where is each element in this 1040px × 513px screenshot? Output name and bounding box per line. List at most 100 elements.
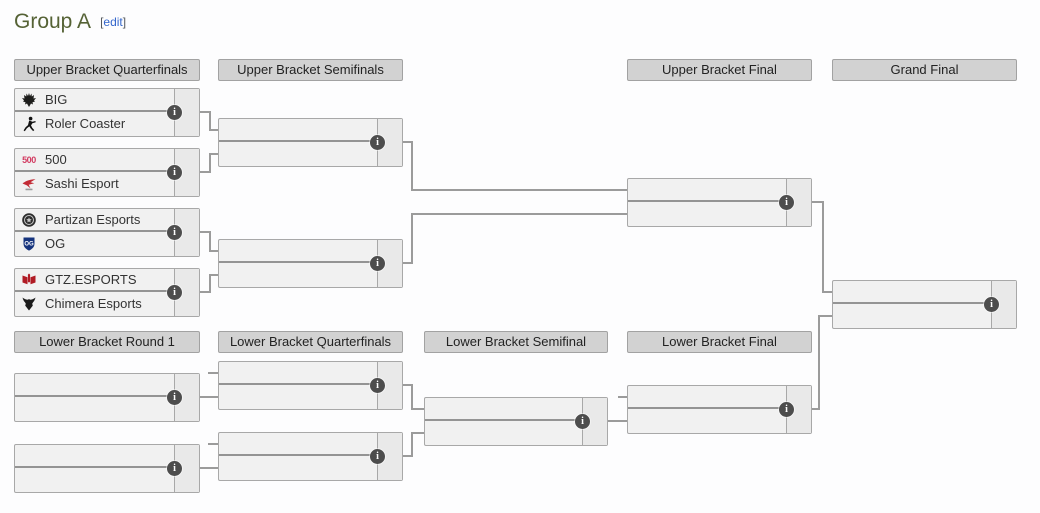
match-info-icon[interactable]: i — [167, 285, 182, 300]
team-name[interactable]: GTZ.ESPORTS — [45, 272, 137, 287]
team-name[interactable]: Roler Coaster — [45, 116, 126, 131]
bracket-connector — [209, 153, 211, 173]
team-slot — [628, 179, 811, 202]
og-logo-icon: OG — [21, 236, 37, 252]
bracket-connector — [209, 274, 218, 276]
match-info-icon[interactable]: i — [779, 402, 794, 417]
bracket-connector — [200, 467, 218, 469]
team-slot — [219, 119, 402, 142]
match-ub-sf-2: i — [218, 239, 403, 288]
gtz-esports-logo-icon — [21, 272, 37, 288]
bracket-connector — [209, 153, 218, 155]
edit-section: [edit] — [100, 15, 126, 29]
og-logo-letters: OG — [24, 241, 34, 247]
header-lb-final: Lower Bracket Final — [627, 331, 812, 353]
match-lb-qf-1: i — [218, 361, 403, 410]
team-slot: Sashi Esport — [15, 172, 199, 195]
bracket-connector — [411, 432, 424, 434]
team-slot: BIG — [15, 89, 199, 112]
sashi-esport-logo-icon — [21, 176, 37, 192]
bracket-connector — [411, 189, 627, 191]
bracket-connector — [822, 201, 824, 293]
bracket-connector — [411, 384, 413, 410]
match-info-icon[interactable]: i — [167, 105, 182, 120]
team-slot — [628, 386, 811, 409]
chimera-esports-logo-icon — [21, 296, 37, 312]
team-slot — [425, 398, 607, 421]
bracket-connector — [608, 420, 627, 422]
match-info-icon[interactable]: i — [167, 165, 182, 180]
team-name[interactable]: Partizan Esports — [45, 212, 141, 227]
bracket-connector — [618, 396, 627, 398]
match-info-icon[interactable]: i — [370, 256, 385, 271]
page-title: Group A [edit] — [14, 10, 126, 34]
match-info-icon[interactable]: i — [779, 195, 794, 210]
500-logo-icon: 500 — [22, 154, 36, 165]
team-slot: Roler Coaster — [15, 112, 199, 135]
bracket-connector — [208, 443, 218, 445]
team-slot — [833, 281, 1016, 304]
bracket-connector — [403, 384, 411, 386]
match-ub-qf-1: BIG Roler Coaster i — [14, 88, 200, 137]
match-lb-qf-2: i — [218, 432, 403, 481]
team-slot: GTZ.ESPORTS — [15, 269, 199, 292]
team-slot: 500 500 — [15, 149, 199, 172]
match-ub-final: i — [627, 178, 812, 227]
match-lb-sf: i — [424, 397, 608, 446]
edit-link[interactable]: edit — [103, 15, 123, 29]
bracket-connector — [209, 250, 218, 252]
team-slot — [219, 240, 402, 263]
bracket-connector — [818, 315, 832, 317]
bracket-connector — [411, 432, 413, 457]
bracket-connector — [403, 141, 411, 143]
bracket-connector — [208, 372, 218, 374]
header-ub-quarterfinals: Upper Bracket Quarterfinals — [14, 59, 200, 81]
bracket-connector — [822, 291, 832, 293]
match-info-icon[interactable]: i — [370, 378, 385, 393]
match-lb-r1-2: i — [14, 444, 200, 493]
team-name[interactable]: OG — [45, 236, 66, 251]
team-name[interactable]: 500 — [45, 152, 67, 167]
team-slot: Chimera Esports — [15, 292, 199, 315]
match-ub-qf-4: GTZ.ESPORTS Chimera Esports i — [14, 268, 200, 317]
team-name[interactable]: Chimera Esports — [45, 296, 142, 311]
big-logo-icon — [21, 92, 37, 108]
team-slot: OG OG — [15, 232, 199, 255]
header-ub-final: Upper Bracket Final — [627, 59, 812, 81]
team-name[interactable]: BIG — [45, 92, 68, 107]
team-slot: Partizan Esports — [15, 209, 199, 232]
bracket-connector — [200, 231, 211, 233]
header-lb-semifinal: Lower Bracket Semifinal — [424, 331, 608, 353]
match-info-icon[interactable]: i — [167, 390, 182, 405]
bracket-connector — [411, 213, 627, 215]
bracket-connector — [812, 408, 818, 410]
bracket-connector — [200, 291, 211, 293]
bracket-connector — [209, 129, 218, 131]
match-info-icon[interactable]: i — [984, 297, 999, 312]
group-title: Group A — [14, 10, 92, 33]
header-grand-final: Grand Final — [832, 59, 1017, 81]
match-lb-r1-1: i — [14, 373, 200, 422]
match-info-icon[interactable]: i — [575, 414, 590, 429]
match-ub-qf-3: Partizan Esports OG OG i — [14, 208, 200, 257]
match-info-icon[interactable]: i — [167, 225, 182, 240]
bracket-connector — [818, 315, 820, 410]
match-info-icon[interactable]: i — [167, 461, 182, 476]
match-ub-sf-1: i — [218, 118, 403, 167]
partizan-esports-logo-icon — [21, 212, 37, 228]
bracket-connector — [403, 455, 411, 457]
match-info-icon[interactable]: i — [370, 135, 385, 150]
match-info-icon[interactable]: i — [370, 449, 385, 464]
bracket-connector — [200, 171, 211, 173]
team-slot — [219, 362, 402, 385]
team-slot — [15, 445, 199, 468]
team-name[interactable]: Sashi Esport — [45, 176, 119, 191]
edit-bracket-close: ] — [122, 15, 127, 29]
bracket-connector — [403, 262, 411, 264]
team-slot — [219, 433, 402, 456]
roler-coaster-logo-icon — [21, 116, 37, 132]
header-lb-quarterfinals: Lower Bracket Quarterfinals — [218, 331, 403, 353]
bracket-connector — [411, 213, 413, 264]
team-slot — [15, 374, 199, 397]
